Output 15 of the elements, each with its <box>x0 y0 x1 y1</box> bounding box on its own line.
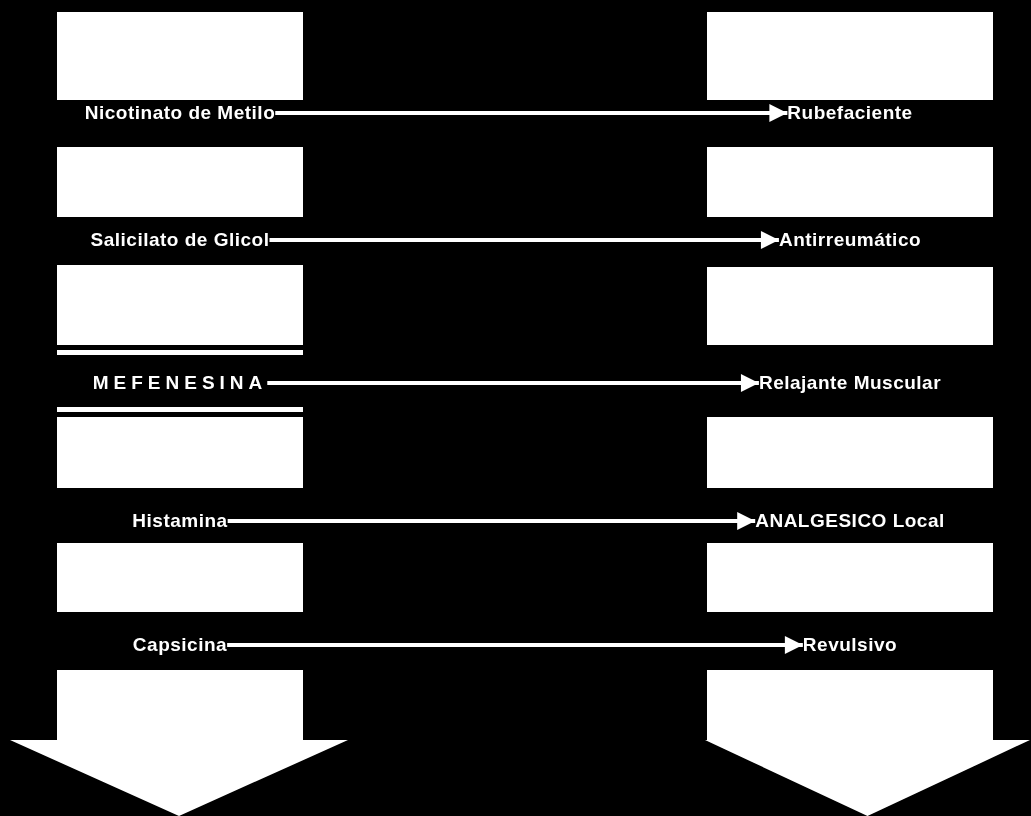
label-text: Antirreumático <box>778 229 922 251</box>
label-text: Capsicina <box>132 634 228 656</box>
arrow <box>267 374 759 392</box>
label-text: Salicilato de Glicol <box>90 229 270 251</box>
label-text: Nicotinato de Metilo <box>84 102 276 124</box>
label-text: Histamina <box>132 510 228 532</box>
arrow <box>269 231 779 249</box>
label-text: ANALGESICO Local <box>755 510 945 532</box>
label-text: Relajante Muscular <box>758 372 942 394</box>
arrow <box>227 512 756 530</box>
arrow <box>275 104 788 122</box>
label-text: Rubefaciente <box>787 102 913 124</box>
label-text: Revulsivo <box>802 634 898 656</box>
arrow <box>227 636 803 654</box>
label-text: MEFENESINA <box>92 372 268 394</box>
